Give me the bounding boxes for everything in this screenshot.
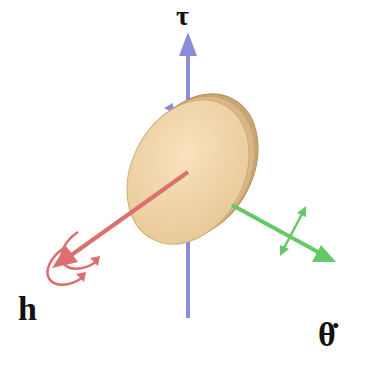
spinning-disk xyxy=(103,73,282,266)
rate-label: θ̇ xyxy=(318,318,336,352)
rate-axis xyxy=(232,205,336,262)
momentum-label: h xyxy=(18,292,37,326)
torque-label: τ xyxy=(176,2,189,30)
momentum-axis xyxy=(48,172,188,285)
